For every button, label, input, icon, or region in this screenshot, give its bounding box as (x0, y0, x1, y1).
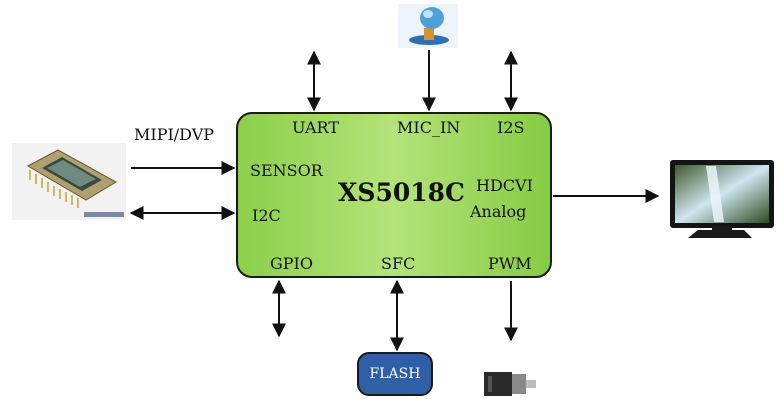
hdcvi-label: HDCVI (476, 176, 533, 195)
image-sensor-icon (12, 143, 126, 220)
chip-name: XS5018C (338, 178, 465, 207)
flash-block: FLASH (357, 352, 433, 396)
analog-label: Analog (470, 202, 527, 221)
flash-label: FLASH (369, 366, 421, 382)
mic-in-label: MIC_IN (397, 118, 461, 137)
pwm-label: PWM (488, 254, 532, 273)
sensor-label: SENSOR (250, 161, 323, 180)
xs5018c-chip-block (236, 112, 552, 278)
mipi-dvp-label: MIPI/DVP (134, 125, 215, 144)
gpio-label: GPIO (270, 254, 313, 273)
i2s-label: I2S (497, 118, 525, 137)
monitor-icon (670, 160, 774, 238)
motor-icon (484, 372, 536, 396)
i2c-label: I2C (252, 206, 281, 225)
sfc-label: SFC (381, 254, 416, 273)
uart-label: UART (292, 118, 339, 137)
microphone-icon (398, 4, 458, 48)
